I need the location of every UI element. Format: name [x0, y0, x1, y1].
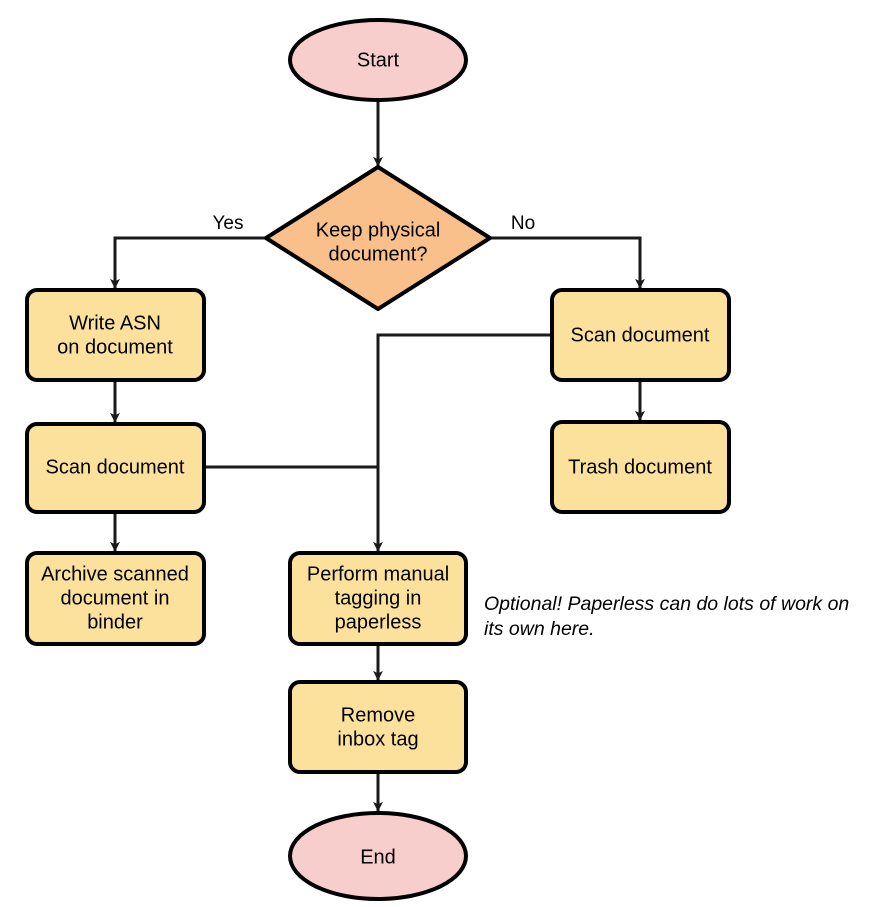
edge-decision-no-to-scan-right	[490, 236, 645, 289]
node-scan-document-right-label: Scan document	[571, 324, 710, 346]
node-archive-label-line1: Archive scanned	[41, 563, 189, 585]
node-start[interactable]: Start	[288, 18, 468, 102]
node-write-asn[interactable]: Write ASN on document	[25, 288, 206, 382]
node-keep-physical-document[interactable]: Keep physical document?	[264, 165, 492, 311]
node-remove-inbox-label-line2: inbox tag	[337, 728, 418, 750]
node-manual-tagging-label-line3: paperless	[335, 611, 422, 633]
node-start-label: Start	[357, 49, 400, 71]
node-trash-document-label: Trash document	[568, 456, 712, 478]
node-keep-physical-label-line2: document?	[329, 243, 428, 265]
node-write-asn-label-line2: on document	[57, 336, 173, 358]
optional-note: Optional! Paperless can do lots of work …	[484, 593, 849, 640]
node-trash-document[interactable]: Trash document	[550, 420, 731, 514]
node-write-asn-label-line1: Write ASN	[69, 312, 161, 334]
edge-scan-right-to-manual-tagging	[373, 333, 552, 552]
node-end-label: End	[360, 846, 396, 868]
node-remove-inbox-label-line1: Remove	[341, 704, 415, 726]
node-end[interactable]: End	[288, 811, 468, 901]
edge-decision-yes-to-write-asn	[110, 236, 265, 289]
edge-label-no: No	[511, 213, 535, 234]
node-manual-tagging-label-line1: Perform manual	[307, 563, 449, 585]
node-scan-document-left[interactable]: Scan document	[25, 422, 206, 514]
optional-note-line2: its own here.	[484, 618, 595, 640]
node-archive-scanned-document[interactable]: Archive scanned document in binder	[25, 551, 206, 646]
node-keep-physical-label-line1: Keep physical	[316, 219, 441, 241]
node-scan-document-left-label: Scan document	[46, 456, 185, 478]
node-perform-manual-tagging[interactable]: Perform manual tagging in paperless	[288, 551, 468, 646]
edge-label-yes: Yes	[213, 213, 244, 234]
node-manual-tagging-label-line2: tagging in	[335, 587, 422, 609]
optional-note-line1: Optional! Paperless can do lots of work …	[484, 593, 849, 615]
node-scan-document-right[interactable]: Scan document	[550, 288, 731, 382]
node-remove-inbox-tag[interactable]: Remove inbox tag	[288, 680, 468, 774]
node-archive-label-line3: binder	[87, 611, 143, 633]
node-archive-label-line2: document in	[61, 587, 170, 609]
